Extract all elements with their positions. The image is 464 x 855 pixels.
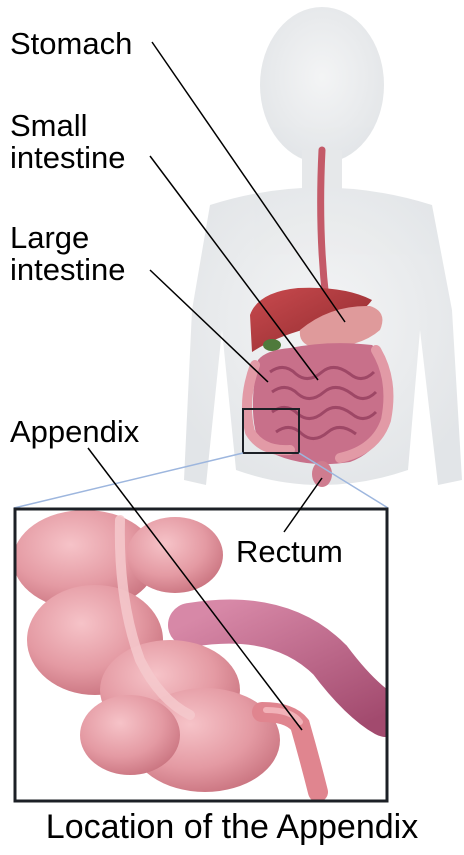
- label-appendix: Appendix: [10, 416, 139, 448]
- intestines: [247, 343, 389, 464]
- label-small-intestine: Small intestine: [10, 110, 125, 174]
- diagram-caption: Location of the Appendix: [0, 808, 464, 847]
- zoom-line-left: [14, 453, 243, 508]
- rectum: [312, 461, 332, 487]
- label-stomach: Stomach: [10, 28, 132, 60]
- gallbladder: [263, 339, 281, 351]
- label-large-intestine: Large intestine: [10, 222, 125, 286]
- label-rectum: Rectum: [236, 536, 343, 568]
